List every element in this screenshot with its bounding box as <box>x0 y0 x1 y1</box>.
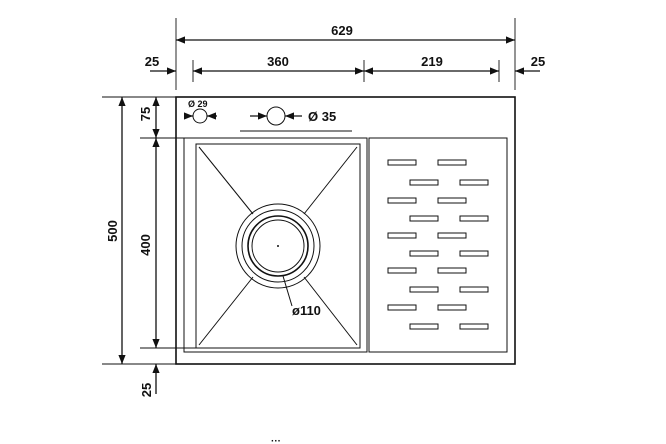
drainer-slot <box>459 323 489 330</box>
drainer-outline <box>368 137 508 353</box>
drainer-slot <box>387 267 417 274</box>
drainer-slot <box>409 286 439 293</box>
drainer-slot <box>437 159 467 166</box>
bowl-inner-edge <box>195 143 361 349</box>
drainer-slot <box>409 323 439 330</box>
dim-left-margin-label: 25 <box>145 54 159 69</box>
tap-hole: Ø 35 <box>250 106 336 126</box>
dim-bottom-margin: 25 <box>139 364 160 397</box>
dim-top-margin-label: 75 <box>138 107 153 121</box>
small-hole: Ø 29 <box>183 99 217 124</box>
dim-overall-height: 500 <box>105 97 126 364</box>
drain-leader <box>282 275 293 307</box>
sink-bowl <box>183 137 368 353</box>
drainer-slot <box>387 304 417 311</box>
drain-center <box>277 245 279 247</box>
drainer-slot <box>387 197 417 204</box>
dim-row-widths: 25 360 219 25 <box>145 54 545 75</box>
drainer-slot <box>459 179 489 186</box>
small-hole-label: Ø 29 <box>188 99 208 109</box>
drainer-slot <box>459 250 489 257</box>
drainer-slot <box>387 232 417 239</box>
drain: ø110 <box>235 203 321 318</box>
dim-top-margin: 75 <box>138 97 160 138</box>
bowl-outer-edge <box>183 137 368 353</box>
drainer-slot <box>459 286 489 293</box>
sink-outer-rim <box>175 96 516 365</box>
dim-bowl-height-label: 400 <box>138 234 153 256</box>
dim-bowl-width-label: 360 <box>267 54 289 69</box>
footer-text: ··· <box>271 436 281 444</box>
tap-hole-label: Ø 35 <box>308 109 336 124</box>
drainer-board <box>366 137 508 353</box>
dim-overall-height-label: 500 <box>105 220 120 242</box>
dim-bowl-height: 400 <box>138 138 160 348</box>
drainer-slot <box>409 250 439 257</box>
drainer-slots <box>387 159 489 330</box>
drainer-slot <box>437 232 467 239</box>
drainer-slot <box>437 267 467 274</box>
drain-label: ø110 <box>292 303 321 318</box>
drainer-slot <box>387 159 417 166</box>
dim-overall-width: 629 <box>176 23 515 44</box>
drainer-slot <box>409 215 439 222</box>
dim-drainer-width-label: 219 <box>421 54 443 69</box>
dim-right-margin-label: 25 <box>531 54 545 69</box>
drainer-slot <box>437 304 467 311</box>
sink-body <box>175 96 516 365</box>
drainer-slot <box>459 215 489 222</box>
drainer-slot <box>409 179 439 186</box>
dim-overall-width-label: 629 <box>331 23 353 38</box>
drainer-slot <box>437 197 467 204</box>
dim-bottom-margin-label: 25 <box>139 383 154 397</box>
